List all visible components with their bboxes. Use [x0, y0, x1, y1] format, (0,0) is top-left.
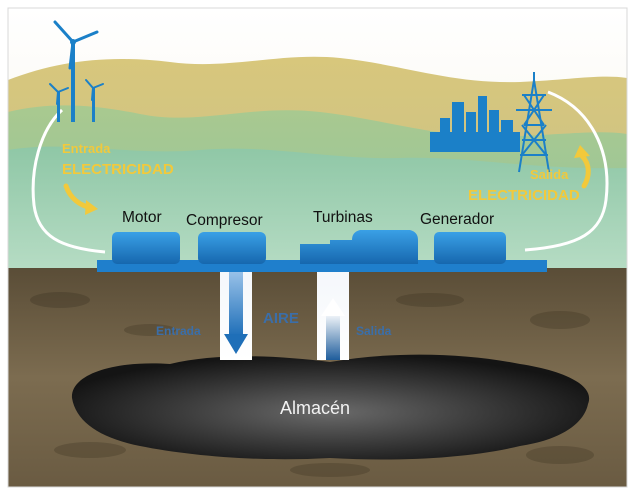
output-electricity-label: ELECTRICIDAD [468, 187, 580, 204]
storage-label: Almacén [280, 398, 351, 418]
input-cable [31, 108, 106, 254]
generator-label: Generador [420, 211, 495, 228]
ground-texture [30, 292, 594, 477]
air-out-label: Salida [356, 324, 392, 338]
wind-turbine-small-icon [49, 79, 104, 122]
diagram-frame [7, 7, 628, 488]
air-label: AIRE [263, 310, 299, 327]
compressor-unit [198, 232, 266, 264]
input-electricity-label: ELECTRICIDAD [62, 161, 174, 178]
air-down-arrowhead [224, 334, 248, 354]
power-tower-icon [516, 72, 552, 173]
city-skyline-icon [430, 96, 520, 152]
wind-turbine-icon [53, 20, 99, 122]
output-cable [524, 90, 609, 252]
input-small-label: Entrada [62, 141, 111, 156]
air-up-arrowhead [321, 298, 345, 316]
air-in-label: Entrada [156, 324, 201, 338]
storage-cavern [71, 354, 590, 460]
compressor-label: Compresor [186, 212, 263, 229]
turbine-unit [300, 230, 418, 264]
turbines-label: Turbinas [313, 209, 373, 226]
motor-label: Motor [122, 209, 162, 226]
input-arrowhead [85, 200, 98, 215]
motor-unit [112, 232, 180, 264]
air-down-arrow-icon [229, 270, 243, 336]
output-arrow-icon [579, 153, 591, 189]
generator-unit [434, 232, 506, 264]
output-arrowhead [574, 145, 590, 158]
output-small-label: Salida [530, 167, 569, 182]
air-up-arrow-icon [326, 312, 340, 360]
